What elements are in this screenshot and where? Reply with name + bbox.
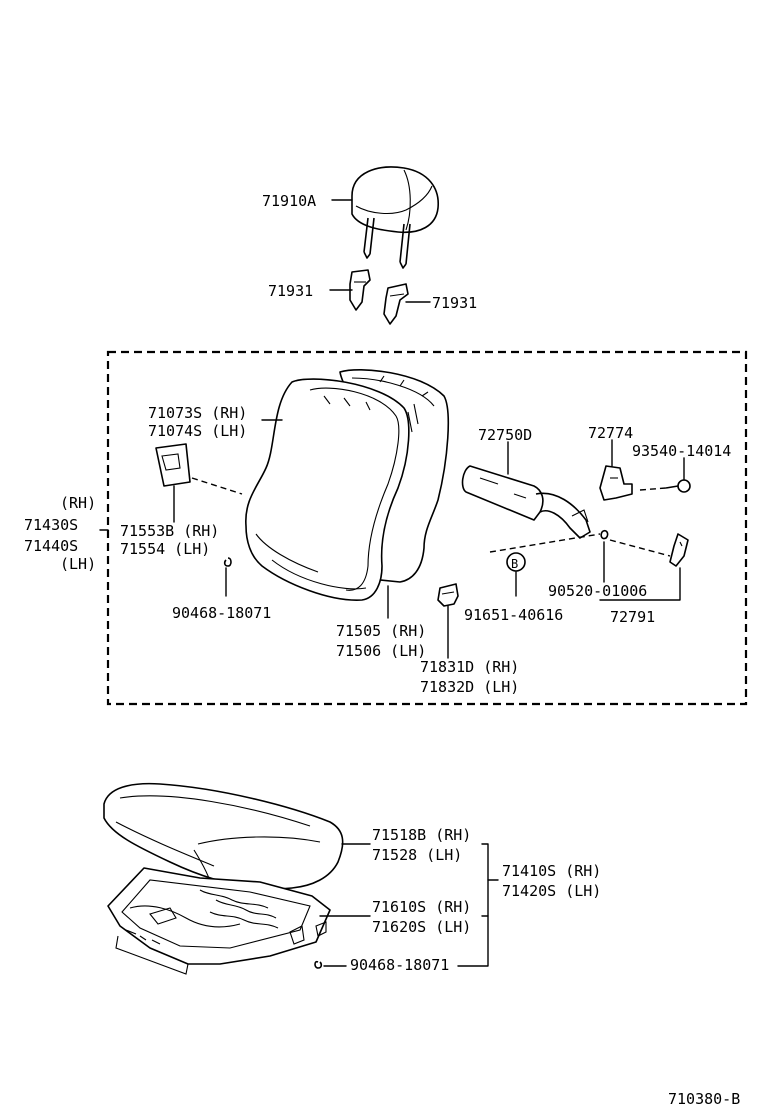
bracket-illustration: [599, 465, 633, 501]
callout-cushion-pad-lh: 71620S (LH): [372, 918, 471, 936]
marker-b: B: [511, 557, 518, 571]
callout-bolt: 93540-14014: [632, 442, 731, 460]
callout-clip: 91651-40616: [464, 606, 563, 624]
back-hog-ring-icon: [223, 557, 232, 567]
callout-support-left: 71931: [268, 282, 313, 300]
callout-hinge: 72750D: [478, 426, 532, 444]
callout-pin: 90520-01006: [548, 582, 647, 600]
headrest-support-left: [349, 269, 371, 311]
headrest-support-right: [383, 283, 409, 325]
seatback-cover-illustration: [245, 378, 410, 601]
callout-lock-rh: 71831D (RH): [420, 658, 519, 676]
callout-shield-rh: 71553B (RH): [120, 522, 219, 540]
cushion-frame-illustration: [107, 867, 331, 975]
marker-b-circle: [506, 552, 526, 572]
diagram-id: 710380-B: [668, 1090, 740, 1108]
callout-cushion-cover-rh: 71518B (RH): [372, 826, 471, 844]
seatback-group-frame: [106, 350, 748, 706]
callout-shield-lh: 71554 (LH): [120, 540, 210, 558]
cushion-hog-ring-icon: [314, 960, 323, 969]
callout-support-right: 71931: [432, 294, 477, 312]
knob-illustration: [669, 533, 689, 567]
callout-back-pad-lh: 71506 (LH): [336, 642, 426, 660]
callout-back-pad-rh: 71505 (RH): [336, 622, 426, 640]
callout-back-assy-lh-tag: (LH): [60, 555, 96, 573]
bolt-illustration: [665, 479, 691, 493]
callout-cushion-hog-ring: 90468-18071: [350, 956, 449, 974]
callout-back-hog-ring: 90468-18071: [172, 604, 271, 622]
callout-back-cover-rh: 71073S (RH): [148, 404, 247, 422]
shield-illustration: [155, 443, 191, 487]
callout-cushion-assy-lh: 71420S (LH): [502, 882, 601, 900]
callout-cushion-assy-rh: 71410S (RH): [502, 862, 601, 880]
pin-icon: [600, 529, 609, 540]
hinge-illustration: [461, 465, 591, 539]
callout-back-assy-lh: 71440S: [24, 537, 78, 555]
callout-back-cover-lh: 71074S (LH): [148, 422, 247, 440]
callout-headrest: 71910A: [262, 192, 316, 210]
callout-bracket: 72774: [588, 424, 633, 442]
callout-back-assy-rh-tag: (RH): [60, 494, 96, 512]
callout-back-assy-rh: 71430S: [24, 516, 78, 534]
callout-cushion-cover-lh: 71528 (LH): [372, 846, 462, 864]
lock-clip-illustration: [437, 583, 459, 607]
callout-cushion-pad-rh: 71610S (RH): [372, 898, 471, 916]
callout-knob-set: 72791: [610, 608, 655, 626]
headrest-illustration: [351, 166, 439, 269]
callout-lock-lh: 71832D (LH): [420, 678, 519, 696]
